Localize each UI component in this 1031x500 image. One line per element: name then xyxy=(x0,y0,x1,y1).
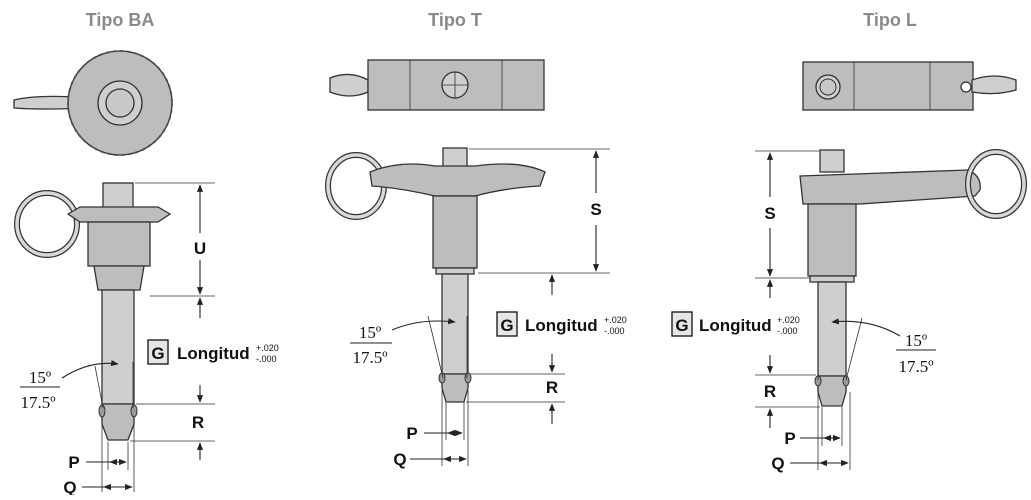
dim-label-s-t: S xyxy=(590,200,601,219)
panel-title-l: Tipo L xyxy=(863,10,917,30)
t-top-view xyxy=(329,59,545,111)
dim-label-q-l: Q xyxy=(771,454,784,473)
g-box-l xyxy=(671,311,693,337)
dim-label-r-l: R xyxy=(764,382,776,401)
l-side-view xyxy=(799,149,1027,407)
length-label-t: Longitud xyxy=(525,316,598,335)
l-top-view xyxy=(802,61,1017,111)
dim-label-r-ba: R xyxy=(192,413,204,432)
dim-label-u: U xyxy=(194,239,206,258)
dim-label-s-l: S xyxy=(764,204,775,223)
g-box-ba xyxy=(147,339,169,365)
g-label-t: G xyxy=(500,316,513,335)
tol-plus-ba: +.020 xyxy=(256,343,279,353)
tol-plus-l: +.020 xyxy=(777,315,800,325)
ba-side-view xyxy=(14,182,172,441)
angle-top-t: 15º xyxy=(359,323,381,342)
angle-top-ba: 15º xyxy=(29,368,51,387)
angle-bottom-l: 17.5º xyxy=(898,357,933,376)
g-box-t xyxy=(496,311,518,337)
tol-minus-l: -.000 xyxy=(777,326,798,336)
dim-label-q-ba: Q xyxy=(63,478,76,495)
g-label-l: G xyxy=(675,316,688,335)
ba-top-view xyxy=(13,50,173,156)
tol-minus-ba: -.000 xyxy=(256,354,277,364)
dim-label-q-t: Q xyxy=(393,450,406,469)
tol-plus-t: +.020 xyxy=(604,315,627,325)
angle-bottom-t: 17.5º xyxy=(352,348,387,367)
tol-minus-t: -.000 xyxy=(604,326,625,336)
panel-title-ba: Tipo BA xyxy=(86,10,155,30)
dim-label-p-l: P xyxy=(784,429,795,448)
panel-tipo-t: Tipo T S xyxy=(325,10,627,469)
dim-label-r-t: R xyxy=(546,378,558,397)
dim-label-p-ba: P xyxy=(68,453,79,472)
dim-label-p-t: P xyxy=(406,424,417,443)
panel-tipo-ba: Tipo BA U xyxy=(13,10,279,497)
angle-top-l: 15º xyxy=(905,331,927,350)
t-side-view xyxy=(325,147,546,403)
length-label-l: Longitud xyxy=(699,316,772,335)
panel-tipo-l: Tipo L S xyxy=(671,10,1027,473)
angle-bottom-ba: 17.5º xyxy=(20,393,55,412)
length-label-ba: Longitud xyxy=(177,344,250,363)
panel-title-t: Tipo T xyxy=(428,10,482,30)
g-label-ba: G xyxy=(151,344,164,363)
